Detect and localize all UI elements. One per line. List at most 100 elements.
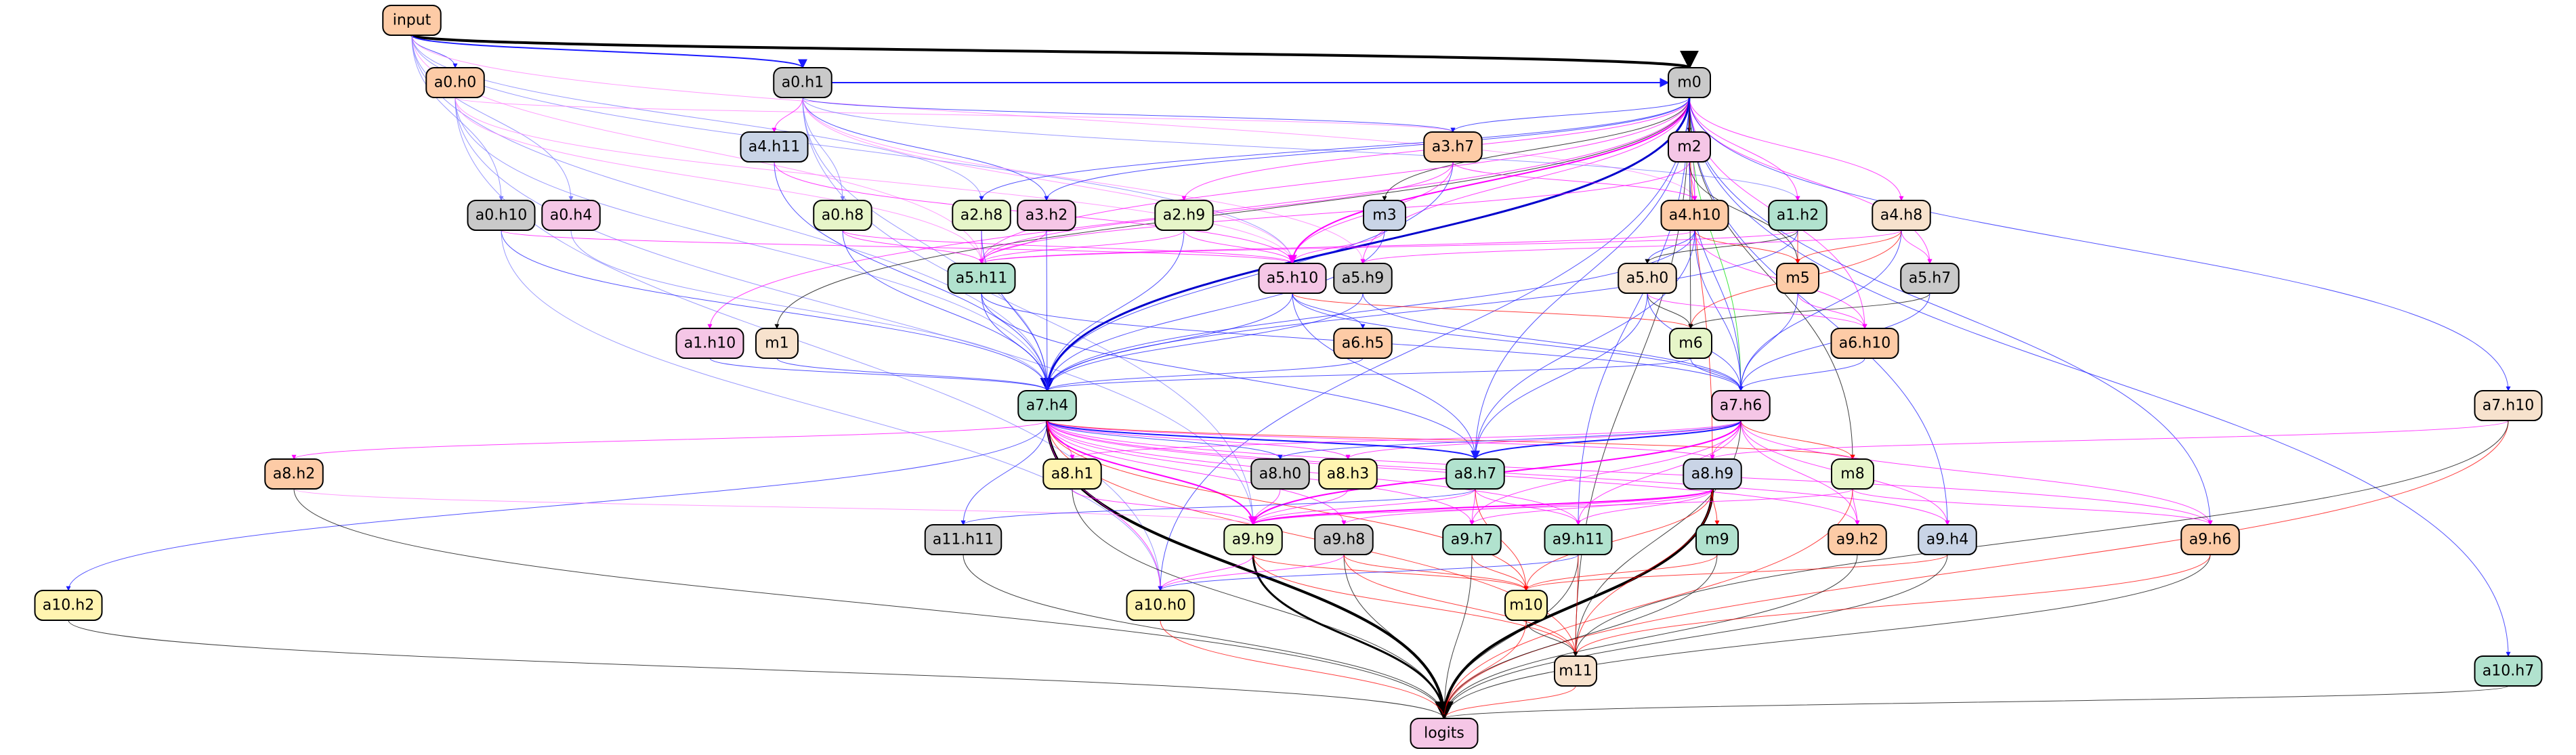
edge-a1-h2-to-a7-h4: [1044, 230, 1798, 391]
node-a5-h0: a5.h0: [1618, 263, 1677, 294]
node-a5-h11: a5.h11: [947, 263, 1016, 294]
node-box: [1410, 718, 1479, 749]
node-box: [1668, 67, 1711, 98]
edge-a7-h6-to-a9-h2: [1740, 420, 1860, 525]
edge-input-to-a2-h8: [411, 35, 984, 201]
edge-a4-h8-to-a5-h9: [1360, 230, 1902, 264]
node-a9-h7: a9.h7: [1442, 524, 1502, 555]
edge-a5-h11-to-a8-h7: [981, 293, 1478, 460]
edge-m0-to-a2-h8: [979, 97, 1690, 201]
edge-a9-h9-to-m10: [1252, 554, 1529, 591]
edge-a8-h1-to-a9-h9: [1072, 488, 1256, 525]
edge-a0-h1-to-a3-h2: [802, 97, 1049, 201]
edge-m10-to-logits: [1441, 620, 1527, 719]
edge-a0-h1-to-a5-h9: [802, 97, 1366, 264]
node-m0: m0: [1668, 67, 1711, 98]
edge-a7-h4-to-a9-h8: [1047, 420, 1347, 525]
edge-a9-h9-to-m11: [1252, 554, 1578, 657]
node-label: m8: [1840, 466, 1864, 483]
edge-input-to-a4-h10: [411, 35, 1697, 201]
edge-input-to-a0-h1: [411, 35, 807, 69]
node-label: m1: [765, 335, 788, 352]
node-box: [924, 524, 1002, 555]
node-label: a9.h2: [1836, 532, 1878, 548]
edge-a7-h6-to-m8: [1740, 420, 1855, 460]
node-label: a9.h6: [2189, 532, 2231, 548]
node-label: a0.h8: [822, 207, 864, 224]
edge-a0-h1-to-a4-h11: [772, 97, 803, 133]
edge-a7-h10-to-logits: [1441, 420, 2509, 719]
edge-a7-h4-to-a8-h0: [1047, 420, 1283, 460]
node-box: [1333, 263, 1393, 294]
node-label: a6.h10: [1839, 335, 1891, 352]
edge-a4-h10-to-a7-h6: [1694, 230, 1744, 391]
edge-a8-h2-to-a9-h9: [293, 488, 1256, 525]
edge-m0-to-m11: [1573, 97, 1690, 657]
edge-a3-h7-to-a4-h10: [1452, 161, 1697, 201]
edge-m0-to-a7-h4: [1040, 97, 1691, 393]
node-label: input: [393, 12, 431, 29]
edge-a0-h0-to-a7-h4: [455, 97, 1050, 391]
edge-a7-h4-to-logits: [1046, 420, 1454, 720]
node-label: a5.h11: [956, 270, 1007, 287]
edge-a8-h9-to-m10: [1523, 488, 1713, 591]
edge-m2-to-a5-h11: [979, 161, 1690, 264]
node-a0-h1: a0.h1: [773, 67, 832, 98]
edge-a0-h1-to-a0-h8: [802, 97, 845, 201]
edge-m2-to-m5: [1689, 161, 1800, 264]
node-box: [1423, 131, 1483, 163]
edge-a11-h11-to-logits: [963, 554, 1447, 719]
node-a8-h0: a8.h0: [1250, 458, 1310, 490]
node-box: [755, 328, 799, 359]
node-box: [1830, 328, 1899, 359]
node-a8-h3: a8.h3: [1318, 458, 1378, 490]
edge-a7-h4-to-m8: [1047, 420, 1855, 460]
node-a5-h10: a5.h10: [1258, 263, 1327, 294]
node-box: [34, 590, 103, 621]
edge-a7-h6-to-a9-h11: [1576, 420, 1741, 525]
edge-a0-h8-to-a5-h11: [842, 230, 984, 264]
node-label: a9.h11: [1553, 532, 1604, 548]
edge-m0-to-a3-h7: [1450, 97, 1690, 133]
edge-a10-h2-to-logits: [68, 620, 1447, 719]
edge-a0-h8-to-a5-h10: [842, 230, 1295, 264]
node-box: [1258, 263, 1327, 294]
node-label: a10.h7: [2483, 663, 2534, 680]
node-box: [1554, 655, 1597, 687]
edge-a8-h9-to-m11: [1573, 488, 1713, 657]
node-a7-h6: a7.h6: [1711, 390, 1771, 421]
node-a4-h11: a4.h11: [740, 131, 809, 163]
edge-a0-h1-to-a3-h7: [802, 97, 1456, 133]
node-box: [1318, 458, 1378, 490]
node-a3-h2: a3.h2: [1017, 200, 1076, 231]
node-box: [1017, 390, 1077, 421]
edge-m6-to-a7-h4: [1044, 358, 1691, 391]
edge-a5-h10-to-a7-h6: [1292, 293, 1744, 391]
node-a8-h9: a8.h9: [1683, 458, 1742, 490]
edge-a9-h8-to-a10-h0: [1158, 554, 1345, 591]
node-label: a8.h0: [1259, 466, 1301, 483]
edge-a7-h6-to-a8-h3: [1345, 420, 1741, 460]
node-box: [1154, 200, 1214, 231]
node-box: [2180, 524, 2240, 555]
node-label: a6.h5: [1342, 335, 1384, 352]
node-a9-h6: a9.h6: [2180, 524, 2240, 555]
edge-m0-to-m8: [1689, 97, 1855, 460]
node-box: [1918, 524, 1977, 555]
node-label: a8.h3: [1327, 466, 1369, 483]
edge-a4-h11-to-a7-h4: [774, 161, 1050, 391]
edge-m8-to-a9-h9: [1250, 488, 1853, 525]
node-label: a7.h4: [1026, 397, 1068, 414]
node-box: [1442, 524, 1502, 555]
edge-a7-h4-to-a8-h7: [1047, 420, 1480, 460]
node-a0-h4: a0.h4: [541, 200, 601, 231]
node-label: a10.h2: [43, 597, 94, 614]
edge-m0-to-a9-h4: [1689, 97, 1950, 525]
edge-a4-h10-to-a5-h0: [1645, 230, 1695, 264]
edge-m6-to-a7-h6: [1690, 358, 1744, 391]
edge-m0-to-a8-h7: [1473, 97, 1690, 460]
node-box: [467, 200, 536, 231]
node-label: a0.h4: [550, 207, 592, 224]
node-label: m6: [1678, 335, 1702, 352]
